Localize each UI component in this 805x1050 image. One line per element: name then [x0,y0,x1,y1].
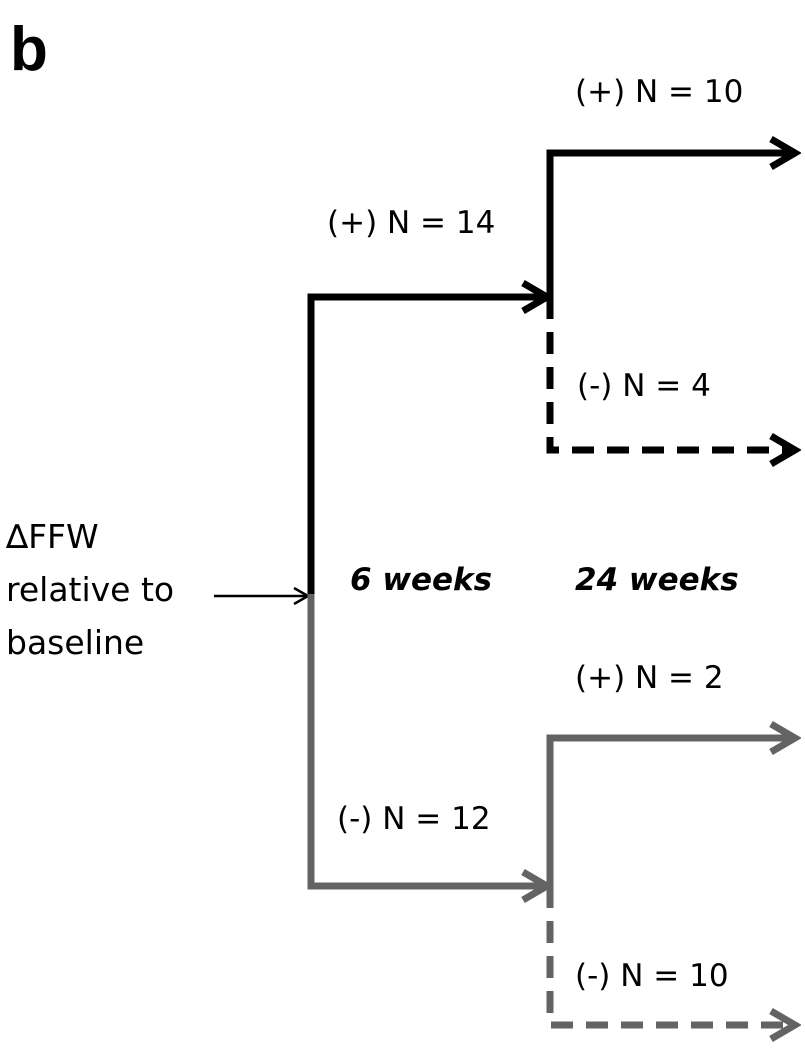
negative-6w-label: (-) N = 12 [337,801,491,837]
positive-positive-24w-label: (+) N = 10 [575,74,743,110]
negative-6w-branch [307,594,547,886]
time-label-24-weeks: 24 weeks [575,562,739,598]
panel-label: b [10,15,48,84]
positive-6w-branch [307,297,547,594]
positive-negative-24w-branch [546,297,795,450]
time-label-6-weeks: 6 weeks [350,562,492,598]
positive-negative-24w-label: (-) N = 4 [577,368,711,404]
positive-6w-label: (+) N = 14 [327,205,495,241]
input-label-line-2: relative to [6,570,174,609]
negative-positive-24w-branch [546,738,795,886]
input-label-line-1: ∆FFW [5,517,99,556]
negative-negative-24w-branch [546,886,795,1025]
negative-positive-24w-label: (+) N = 2 [575,660,724,696]
input-label-line-3: baseline [6,623,144,662]
positive-positive-24w-branch [546,153,795,297]
negative-negative-24w-label: (-) N = 10 [575,958,729,994]
